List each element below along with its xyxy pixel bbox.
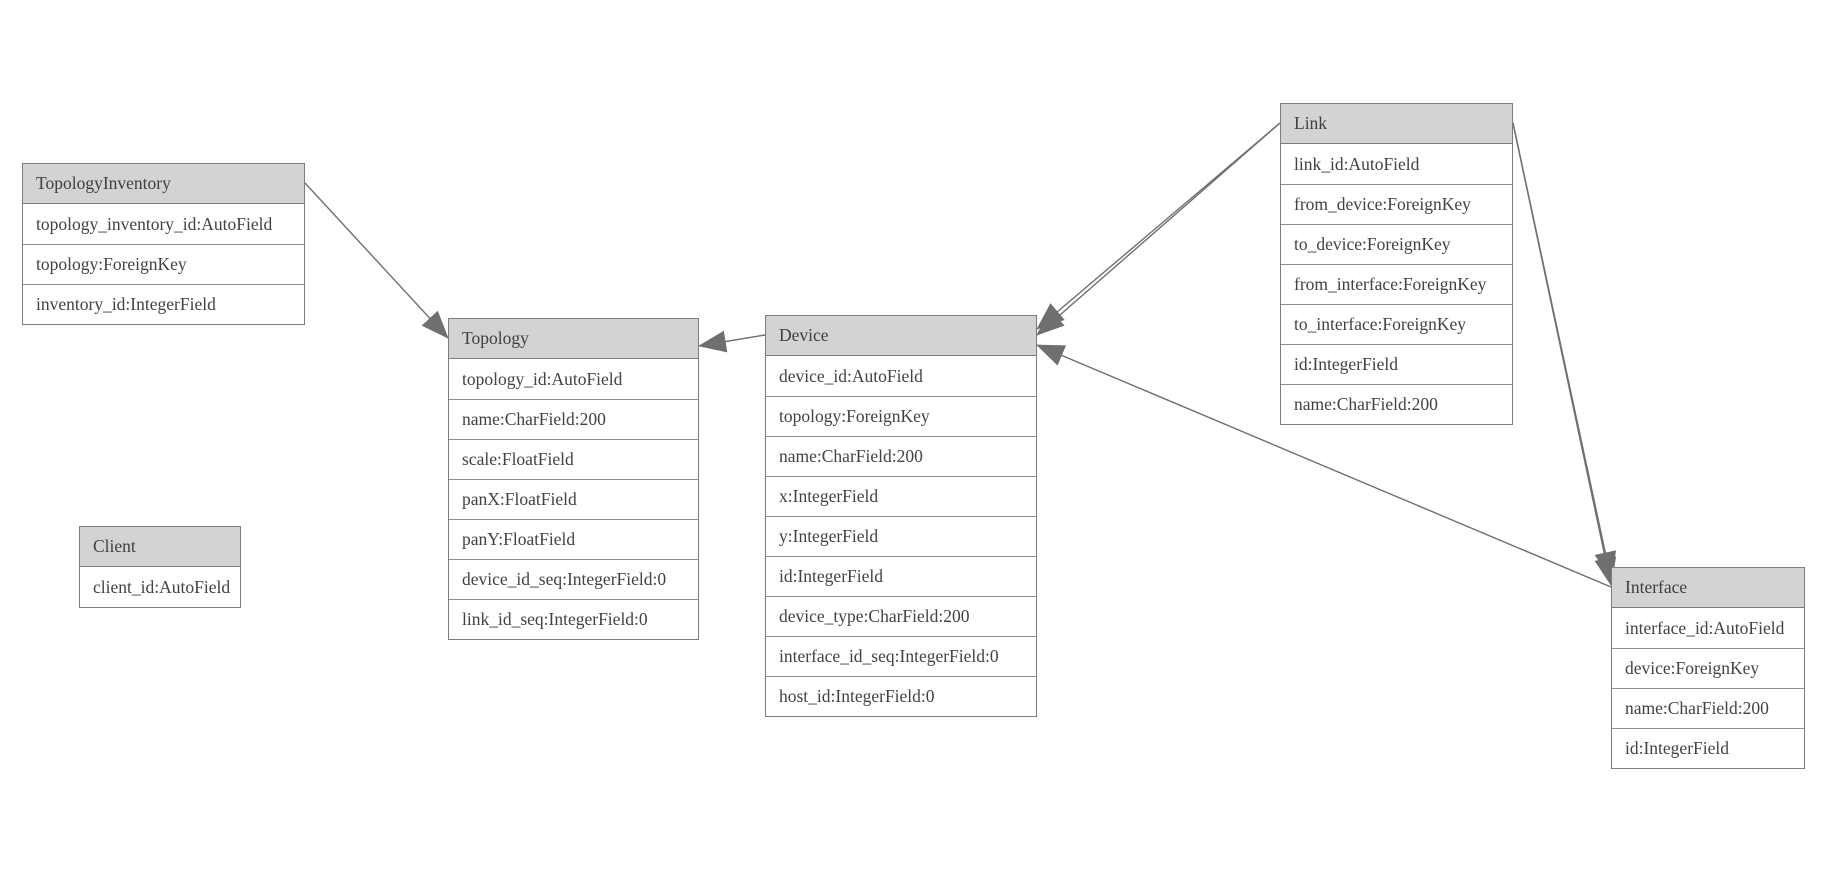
- relationship-link-from_device-to-device: [1036, 122, 1281, 330]
- field-row-link: from_device:ForeignKey: [1281, 184, 1512, 224]
- entity-title: Interface: [1612, 568, 1804, 608]
- field-row-link: name:CharField:200: [1281, 384, 1512, 424]
- field-row-topology: name:CharField:200: [449, 399, 698, 439]
- field-row-interface: id:IntegerField: [1612, 728, 1804, 768]
- field-row-topology: scale:FloatField: [449, 439, 698, 479]
- field-row-topology: panY:FloatField: [449, 519, 698, 559]
- field-row-device: id:IntegerField: [766, 556, 1036, 596]
- field-row-topology_inventory: topology_inventory_id:AutoField: [23, 204, 304, 244]
- entity-title: Link: [1281, 104, 1512, 144]
- entity-title: Device: [766, 316, 1036, 356]
- entity-title: Client: [80, 527, 240, 567]
- field-row-link: link_id:AutoField: [1281, 144, 1512, 184]
- relationship-link-to_device-to-device: [1036, 122, 1281, 336]
- field-row-device: name:CharField:200: [766, 436, 1036, 476]
- field-row-topology: device_id_seq:IntegerField:0: [449, 559, 698, 599]
- field-row-link: from_interface:ForeignKey: [1281, 264, 1512, 304]
- field-row-interface: name:CharField:200: [1612, 688, 1804, 728]
- field-row-device: y:IntegerField: [766, 516, 1036, 556]
- field-row-device: interface_id_seq:IntegerField:0: [766, 636, 1036, 676]
- field-row-device: topology:ForeignKey: [766, 396, 1036, 436]
- field-row-device: x:IntegerField: [766, 476, 1036, 516]
- field-row-topology_inventory: inventory_id:IntegerField: [23, 284, 304, 324]
- field-row-topology: topology_id:AutoField: [449, 359, 698, 399]
- relationship-link-from_interface-to-interface: [1512, 122, 1617, 580]
- entity-title: Topology: [449, 319, 698, 359]
- field-row-device: device_id:AutoField: [766, 356, 1036, 396]
- field-row-interface: interface_id:AutoField: [1612, 608, 1804, 648]
- relationship-topology_inventory-topology-to-topology: [304, 182, 449, 339]
- field-row-device: host_id:IntegerField:0: [766, 676, 1036, 716]
- entity-title: TopologyInventory: [23, 164, 304, 204]
- field-row-client: client_id:AutoField: [80, 567, 240, 607]
- field-row-link: to_interface:ForeignKey: [1281, 304, 1512, 344]
- relationship-device-topology-to-topology: [698, 330, 766, 353]
- field-row-device: device_type:CharField:200: [766, 596, 1036, 636]
- field-row-topology_inventory: topology:ForeignKey: [23, 244, 304, 284]
- field-row-link: to_device:ForeignKey: [1281, 224, 1512, 264]
- relationship-link-to_interface-to-interface: [1512, 122, 1617, 586]
- field-row-link: id:IntegerField: [1281, 344, 1512, 384]
- field-row-topology: panX:FloatField: [449, 479, 698, 519]
- field-row-interface: device:ForeignKey: [1612, 648, 1804, 688]
- field-row-topology: link_id_seq:IntegerField:0: [449, 599, 698, 639]
